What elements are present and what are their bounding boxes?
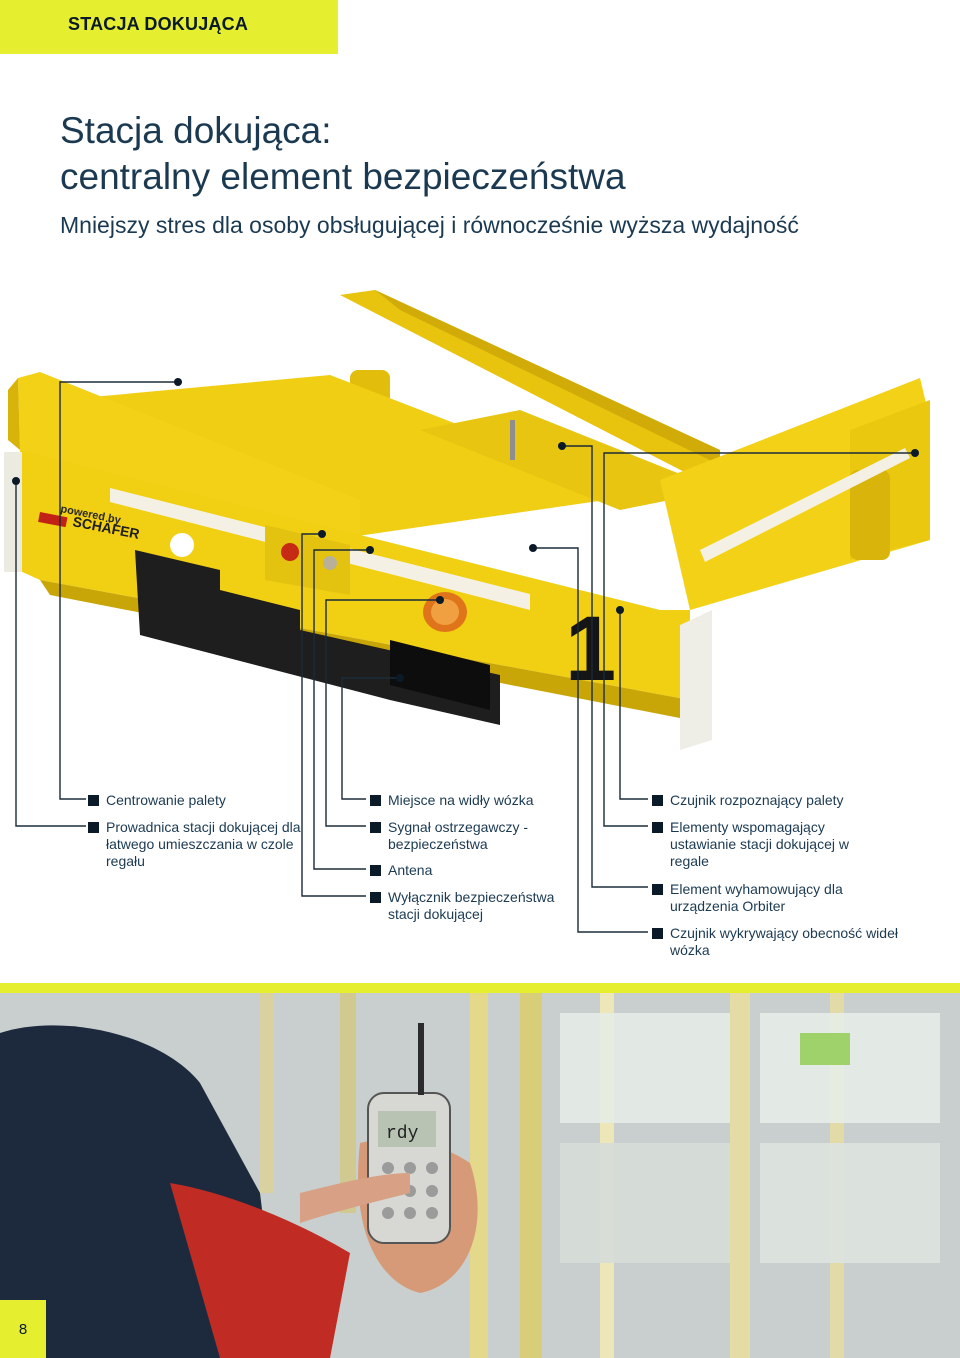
warehouse-operator-photo: rdy (0, 993, 960, 1358)
label-czujnik-palety: Czujnik rozpoznający palety (652, 792, 930, 809)
label-element-wyhamowujacy: Element wyhamowujący dla urządzenia Orbi… (652, 881, 880, 915)
docking-station-illustration: powered by SCHÄFER 1 (4, 290, 930, 750)
remote-display: rdy (386, 1124, 419, 1144)
label-centrowanie-palety: Centrowanie palety (88, 792, 326, 809)
photo-accent-band (0, 983, 960, 993)
label-elementy-wspomagajace: Elementy wspomagający ustawianie stacji … (652, 819, 880, 870)
label-antena: Antena (370, 862, 588, 879)
page-number: 8 (0, 1300, 46, 1358)
page-title-line1: Stacja dokująca: (60, 110, 332, 151)
label-prowadnica-stacji: Prowadnica stacji dokującej dla łatwego … (88, 819, 316, 870)
page-title-line2: centralny element bezpieczeństwa (60, 156, 626, 197)
section-header: STACJA DOKUJĄCA (68, 14, 249, 34)
label-wylacznik-bezpieczenstwa: Wyłącznik bezpieczeństwa stacji dokujące… (370, 889, 588, 923)
section-header-band (0, 0, 338, 54)
label-miejsce-na-widly: Miejsce na widły wózka (370, 792, 608, 809)
station-number: 1 (565, 598, 616, 700)
page-title: Stacja dokująca: centralny element bezpi… (60, 108, 626, 200)
label-czujnik-widel: Czujnik wykrywający obecność wideł wózka (652, 925, 910, 959)
page-subtitle: Mniejszy stres dla osoby obsługującej i … (60, 212, 799, 238)
label-sygnal-ostrzegawczy: Sygnał ostrzegawczy - bezpieczeństwa (370, 819, 568, 853)
